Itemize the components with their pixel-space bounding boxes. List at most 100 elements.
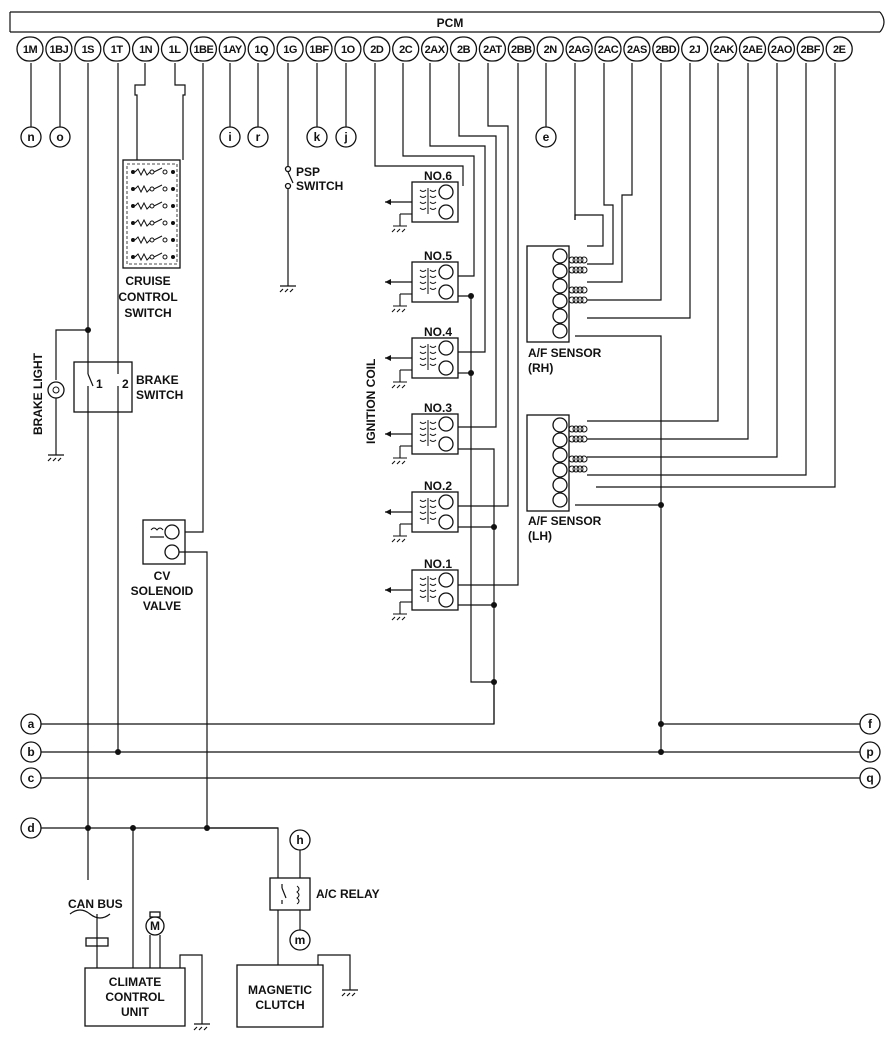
ignition-coil-5: NO.5 bbox=[385, 249, 459, 313]
pcm-pin-label: 2AE bbox=[743, 44, 763, 56]
cruise-contact bbox=[131, 218, 175, 228]
coil-label: NO.4 bbox=[424, 325, 452, 339]
pcm-pin-1L: 1L bbox=[160, 36, 189, 62]
clutch-label-2: CLUTCH bbox=[255, 998, 304, 1012]
cv-label-3: VALVE bbox=[143, 599, 181, 613]
cruise-switch-contacts bbox=[131, 167, 175, 262]
coil-label: NO.6 bbox=[424, 169, 452, 183]
pcm-pin-2B: 2B bbox=[449, 36, 478, 62]
connector-b-label: b bbox=[27, 745, 34, 759]
clutch-label-1: MAGNETIC bbox=[248, 983, 312, 997]
pcm-pin-label: 2AO bbox=[771, 44, 793, 56]
connector-c: c bbox=[20, 767, 42, 789]
pcm-pin-label: 2B bbox=[457, 44, 471, 56]
pcm-pin-label: 1BF bbox=[309, 44, 329, 56]
connector-h: h bbox=[289, 829, 311, 851]
connector-k: k bbox=[306, 126, 328, 148]
connector-d-label: d bbox=[27, 821, 34, 835]
cruise-contact bbox=[131, 201, 175, 211]
pcm-pin-label: 1T bbox=[111, 44, 124, 56]
motor-label: M bbox=[150, 919, 160, 933]
pcm-pin-label: 2D bbox=[370, 44, 384, 56]
connector-n-label: n bbox=[27, 130, 34, 144]
pcm-pin-label: 2C bbox=[399, 44, 413, 56]
pcm-pin-label: 2AS bbox=[627, 44, 647, 56]
can-bus-label: CAN BUS bbox=[68, 897, 123, 911]
cruise-contact bbox=[131, 184, 175, 194]
pcm-pin-2AT: 2AT bbox=[478, 36, 507, 62]
pcm-pin-label: 2J bbox=[689, 44, 701, 56]
connector-p: p bbox=[859, 741, 881, 763]
pcm-pin-label: 1G bbox=[283, 44, 297, 56]
cv-label-2: SOLENOID bbox=[131, 584, 194, 598]
pcm-pin-2BD: 2BD bbox=[652, 36, 680, 62]
pcm-pin-1O: 1O bbox=[334, 36, 362, 62]
psp-switch-label-2: SWITCH bbox=[296, 179, 343, 193]
brake-pin-2: 2 bbox=[122, 377, 129, 391]
pcm-pin-2AS: 2AS bbox=[623, 36, 651, 62]
pcm-pin-label: 2AG bbox=[569, 44, 590, 56]
pcm-pin-label: 1L bbox=[169, 44, 182, 56]
connector-o-label: o bbox=[56, 130, 63, 144]
connector-e-label: e bbox=[543, 130, 550, 144]
brake-pin-1: 1 bbox=[96, 377, 103, 391]
pcm-pin-label: 1N bbox=[139, 44, 153, 56]
top-connectors: n o i r k j e bbox=[20, 63, 557, 148]
ignition-coils: NO.6NO.5NO.4NO.3NO.2NO.1 IGNITION COIL bbox=[40, 63, 519, 725]
af-lh-label-1: A/F SENSOR bbox=[528, 514, 602, 528]
connector-c-label: c bbox=[28, 771, 35, 785]
pcm-pin-1T: 1T bbox=[103, 36, 131, 62]
pcm-pin-label: 2N bbox=[544, 44, 558, 56]
connector-q: q bbox=[859, 767, 881, 789]
pcm-pin-label: 2BB bbox=[511, 44, 532, 56]
pcm-pin-label: 2AK bbox=[713, 44, 734, 56]
bus-lines: a b c d f p q bbox=[20, 327, 881, 839]
pcm-pin-1BF: 1BF bbox=[305, 36, 333, 62]
pcm-pin-2C: 2C bbox=[392, 36, 420, 62]
connector-a-label: a bbox=[28, 717, 35, 731]
coil-label: NO.5 bbox=[424, 249, 452, 263]
coil-label: NO.1 bbox=[424, 557, 452, 571]
brake-light-label: BRAKE LIGHT bbox=[31, 352, 45, 435]
pcm-pin-2AC: 2AC bbox=[594, 36, 622, 62]
cruise-label-3: SWITCH bbox=[124, 306, 171, 320]
cruise-label-1: CRUISE bbox=[125, 274, 170, 288]
brake-switch-label-2: SWITCH bbox=[136, 388, 183, 402]
cruise-contact bbox=[131, 167, 175, 177]
pcm-pin-1Q: 1Q bbox=[247, 36, 275, 62]
psp-switch-label-1: PSP bbox=[296, 165, 320, 179]
af-rh-label-1: A/F SENSOR bbox=[528, 346, 602, 360]
connector-f: f bbox=[859, 713, 881, 735]
cv-solenoid-valve: CV SOLENOID VALVE bbox=[131, 63, 208, 828]
pcm-pin-2AO: 2AO bbox=[767, 36, 796, 62]
pcm-pin-2J: 2J bbox=[681, 36, 709, 62]
ignition-coil-3: NO.3 bbox=[385, 401, 459, 465]
coil-label: NO.3 bbox=[424, 401, 452, 415]
pcm-pin-label: 2AC bbox=[598, 44, 619, 56]
pcm-pin-2AK: 2AK bbox=[709, 36, 738, 62]
pcm-pin-1S: 1S bbox=[74, 36, 102, 62]
pcm-pin-2BF: 2BF bbox=[796, 36, 824, 62]
connector-j: j bbox=[335, 126, 357, 148]
coil-label: NO.2 bbox=[424, 479, 452, 493]
pcm-pin-label: 1O bbox=[341, 44, 356, 56]
psp-switch: PSP SWITCH bbox=[279, 63, 343, 293]
connector-e: e bbox=[535, 126, 557, 148]
pcm-pin-1G: 1G bbox=[276, 36, 304, 62]
climate-label-2: CONTROL bbox=[105, 990, 164, 1004]
pcm-pin-label: 1M bbox=[23, 44, 38, 56]
pcm-title: PCM bbox=[437, 16, 464, 30]
connector-h-label: h bbox=[296, 833, 303, 847]
pcm-pin-2E: 2E bbox=[825, 36, 853, 62]
pcm-pin-label: 2BD bbox=[656, 44, 677, 56]
connector-a: a bbox=[20, 713, 42, 735]
cruise-contact bbox=[131, 235, 175, 245]
pcm-pin-label: 1BE bbox=[193, 44, 213, 56]
ac-relay-label: A/C RELAY bbox=[316, 887, 380, 901]
pcm-pin-1M: 1M bbox=[16, 36, 44, 62]
pcm-pin-2D: 2D bbox=[363, 36, 391, 62]
connector-f-label: f bbox=[868, 717, 873, 731]
